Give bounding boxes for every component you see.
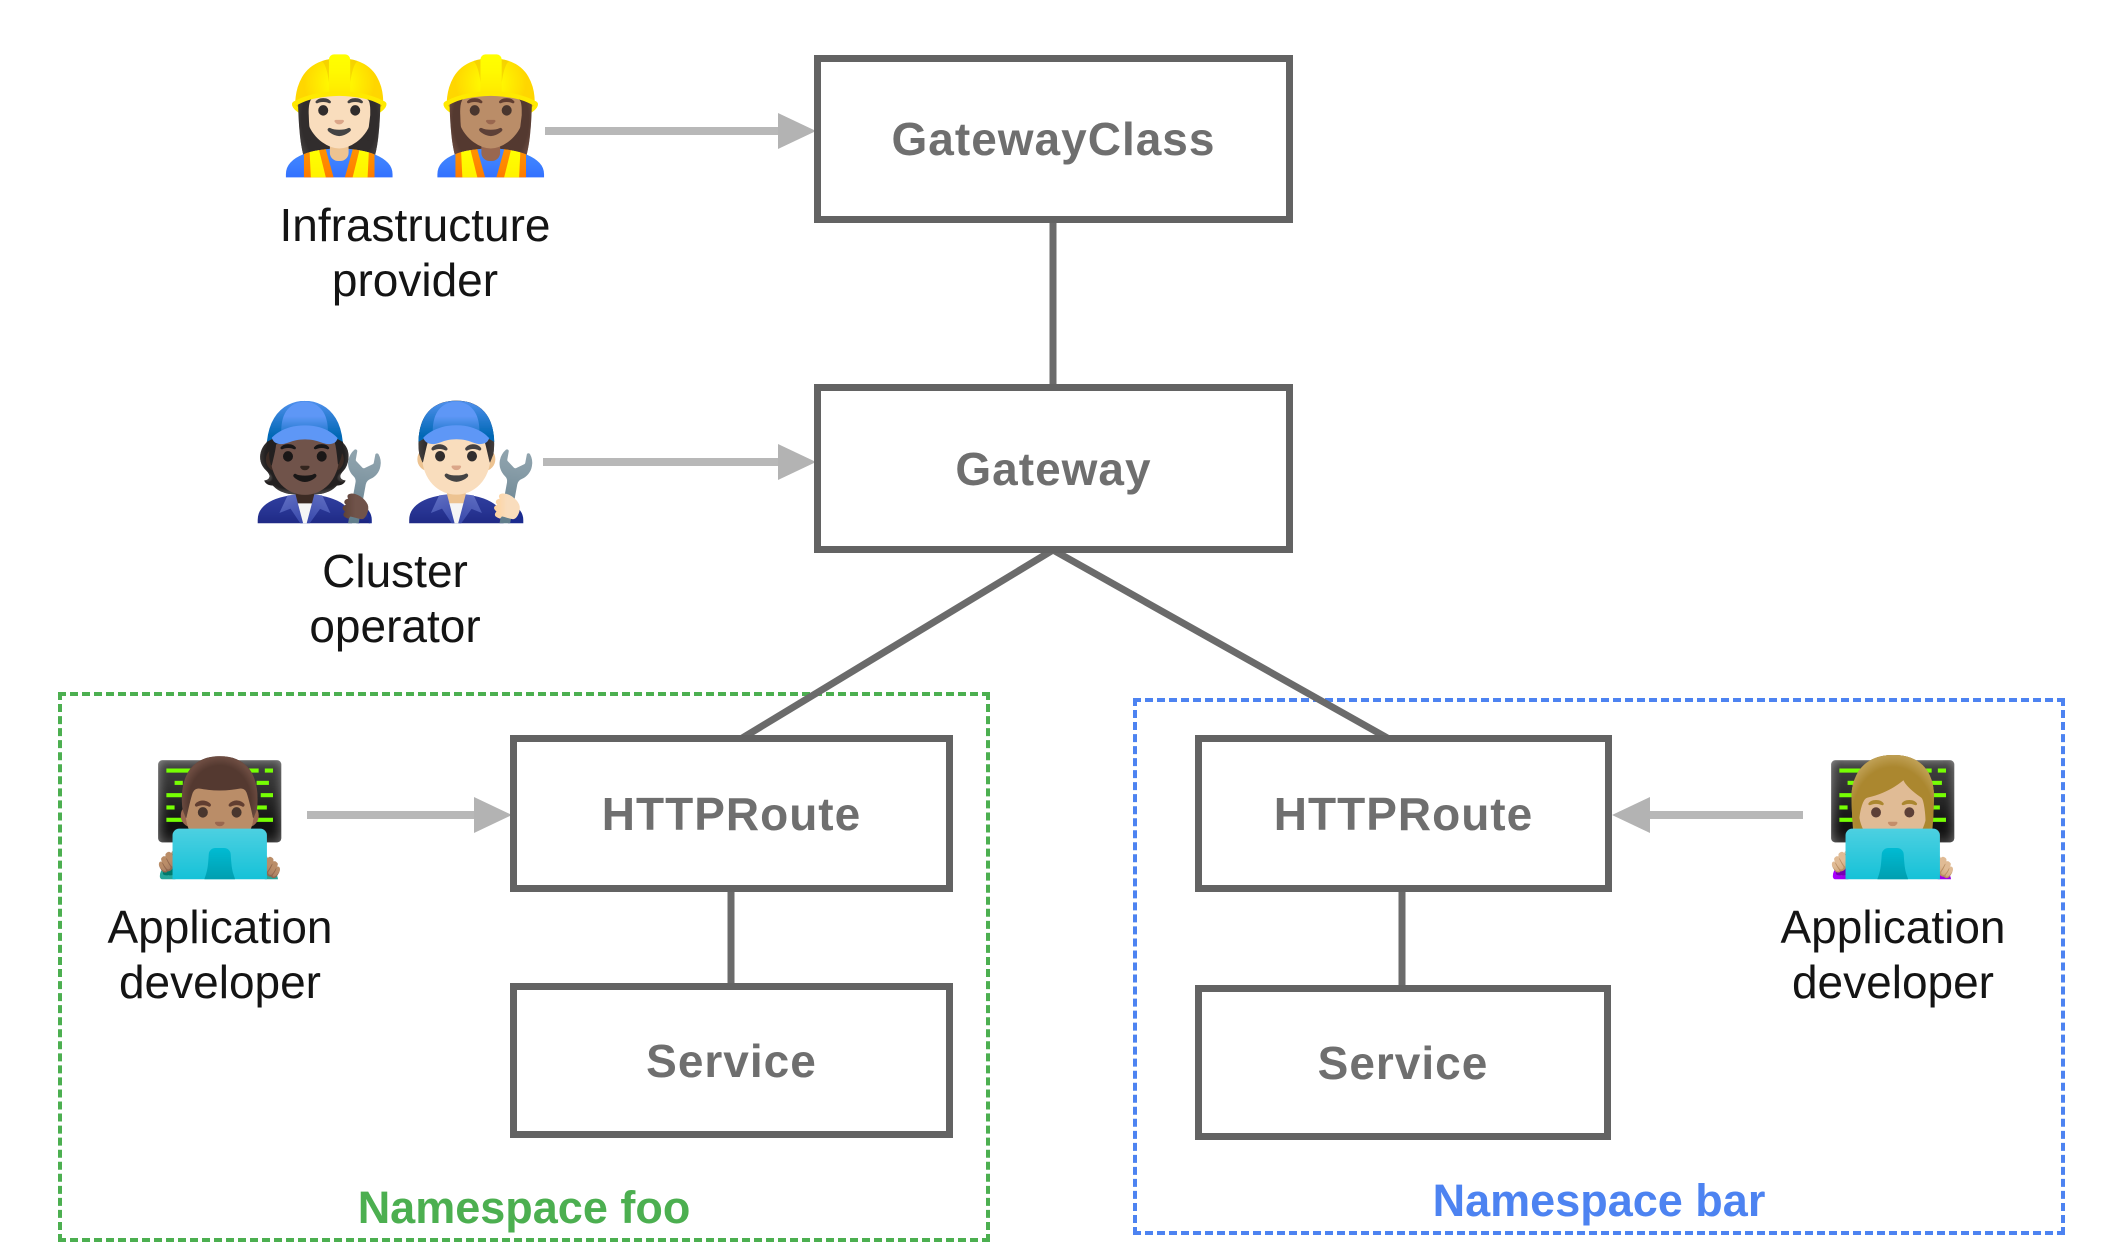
node-service-foo: Service [510,983,953,1138]
label-line-2: provider [331,254,499,306]
arrow-head-icon [778,444,816,480]
node-gateway-label: Gateway [955,442,1152,495]
persona-app-developer-foo-label: Application developer [107,900,332,1010]
technologist-emoji: 👨🏽‍💻 [150,748,289,888]
namespace-bar-box: Namespace bar [1133,698,2065,1235]
woman-construction-worker-medium-icon: 👷🏽‍♀️ [421,53,561,178]
label-line-2: developer [1791,956,1995,1008]
label-line-1: Application [107,901,333,953]
mechanic-emoji-pair: 🧑🏿‍🔧 👨🏻‍🔧 [250,392,541,532]
node-httproute-bar: HTTPRoute [1195,735,1612,892]
label-line-1: Infrastructure [279,199,551,251]
man-technologist-icon: 👨🏽‍💻 [150,755,290,880]
persona-cluster-operator: 🧑🏿‍🔧 👨🏻‍🔧 Cluster operator [215,392,575,654]
namespace-bar-label: Namespace bar [1432,1175,1766,1226]
node-httproute-foo-label: HTTPRoute [601,787,862,840]
persona-cluster-operator-label: Cluster operator [309,544,480,654]
namespace-foo-label: Namespace foo [357,1182,691,1233]
label-line-1: Application [1780,901,2006,953]
woman-construction-worker-light-icon: 👷🏻‍♀️ [269,53,409,178]
persona-app-developer-bar: 👩🏼‍💻 Application developer [1728,748,2058,1010]
arrow-head-icon [778,113,816,149]
construction-worker-emoji-pair: 👷🏻‍♀️ 👷🏽‍♀️ [270,46,561,186]
woman-technologist-icon: 👩🏼‍💻 [1823,755,1963,880]
namespace-foo-box: Namespace foo [58,692,990,1242]
node-gatewayclass-label: GatewayClass [891,113,1216,165]
node-service-foo-label: Service [646,1034,817,1087]
persona-infrastructure-provider-label: Infrastructure provider [280,198,551,308]
node-gatewayclass: GatewayClass [814,55,1293,223]
node-gateway: Gateway [814,384,1293,553]
label-line-1: Cluster [322,545,468,597]
node-httproute-bar-label: HTTPRoute [1273,787,1534,840]
man-mechanic-light-icon: 👨🏻‍🔧 [401,399,541,524]
node-httproute-foo: HTTPRoute [510,735,953,892]
persona-app-developer-foo: 👨🏽‍💻 Application developer [55,748,385,1010]
node-service-bar-label: Service [1317,1036,1489,1089]
label-line-2: developer [118,956,322,1008]
persona-app-developer-bar-label: Application developer [1780,900,2005,1010]
mechanic-dark-icon: 🧑🏿‍🔧 [249,399,389,524]
persona-infrastructure-provider: 👷🏻‍♀️ 👷🏽‍♀️ Infrastructure provider [230,46,600,308]
node-service-bar: Service [1195,985,1611,1140]
technologist-emoji: 👩🏼‍💻 [1823,748,1962,888]
arrow-cluster-operator-to-gateway [543,444,816,480]
label-line-2: operator [309,600,481,652]
